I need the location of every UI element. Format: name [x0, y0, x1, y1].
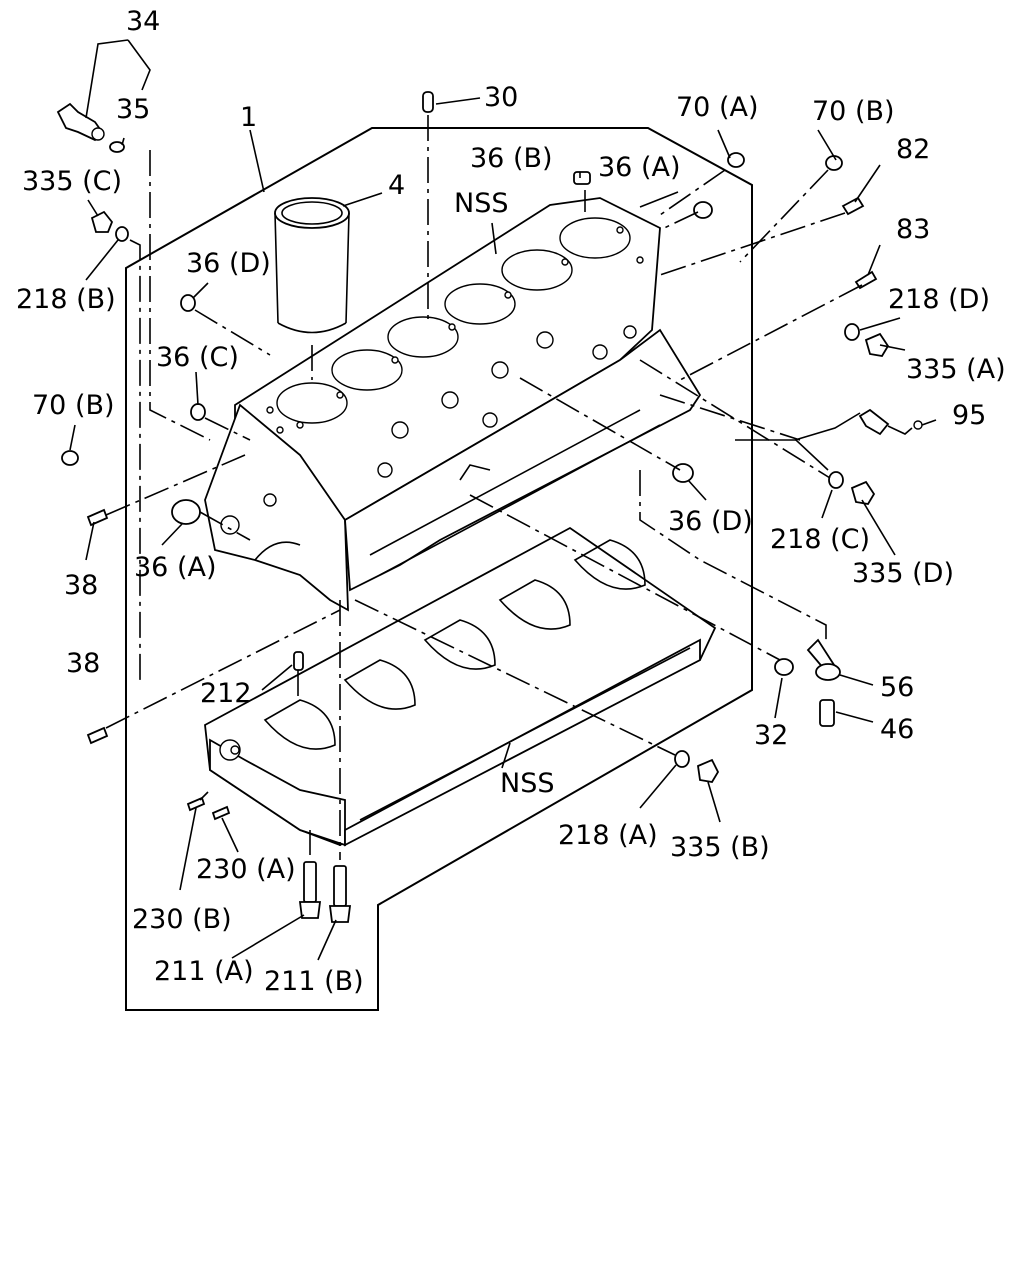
- callout-46: 46: [880, 714, 914, 745]
- assembly-boundary: [125, 127, 753, 1011]
- callout-212: 212: [200, 678, 252, 709]
- callout-38-top: 38: [64, 570, 98, 601]
- callout-4: 4: [388, 170, 405, 201]
- callout-36c: 36 (C): [156, 342, 239, 373]
- callout-36b: 36 (B): [470, 143, 553, 174]
- callout-218a: 218 (A): [558, 820, 658, 851]
- callout-230a: 230 (A): [196, 854, 296, 885]
- callout-83: 83: [896, 214, 930, 245]
- callout-218b: 218 (B): [16, 284, 116, 315]
- callout-35: 35: [116, 94, 150, 125]
- callout-labels: 34 35 1 30 70 (A) 70 (B) 82 83 36 (B) 36…: [16, 6, 1006, 997]
- callout-95: 95: [952, 400, 986, 431]
- callout-56: 56: [880, 672, 914, 703]
- callout-335a: 335 (A): [906, 354, 1006, 385]
- callout-335c: 335 (C): [22, 166, 122, 197]
- small-parts: [56, 91, 923, 923]
- callout-70a-top: 70 (A): [676, 92, 758, 123]
- callout-30: 30: [484, 82, 518, 113]
- callout-36a-left: 36 (A): [134, 552, 216, 583]
- callout-36a-top: 36 (A): [598, 152, 680, 183]
- lower-crankcase: [204, 526, 717, 847]
- callout-335b: 335 (B): [670, 832, 770, 863]
- callout-218d: 218 (D): [888, 284, 990, 315]
- callout-211b: 211 (B): [264, 966, 364, 997]
- callout-1: 1: [240, 102, 257, 133]
- callout-nss-top: NSS: [454, 188, 508, 219]
- callout-70b-left: 70 (B): [32, 390, 115, 421]
- callout-218c: 218 (C): [770, 524, 870, 555]
- callout-335d: 335 (D): [852, 558, 954, 589]
- callout-211a: 211 (A): [154, 956, 254, 987]
- upper-cylinder-block: [204, 197, 702, 612]
- callout-230b: 230 (B): [132, 904, 232, 935]
- callout-34: 34: [126, 6, 160, 37]
- callout-nss-bottom: NSS: [500, 768, 554, 799]
- callout-36d-right: 36 (D): [668, 506, 753, 537]
- alignment-lines: [105, 115, 863, 860]
- callout-82: 82: [896, 134, 930, 165]
- leader-lines: [69, 39, 937, 961]
- callout-38-bottom: 38: [66, 648, 100, 679]
- cylinder-liner: [274, 197, 350, 334]
- callout-32: 32: [754, 720, 788, 751]
- callout-36d-left: 36 (D): [186, 248, 271, 279]
- callout-70b-top: 70 (B): [812, 96, 895, 127]
